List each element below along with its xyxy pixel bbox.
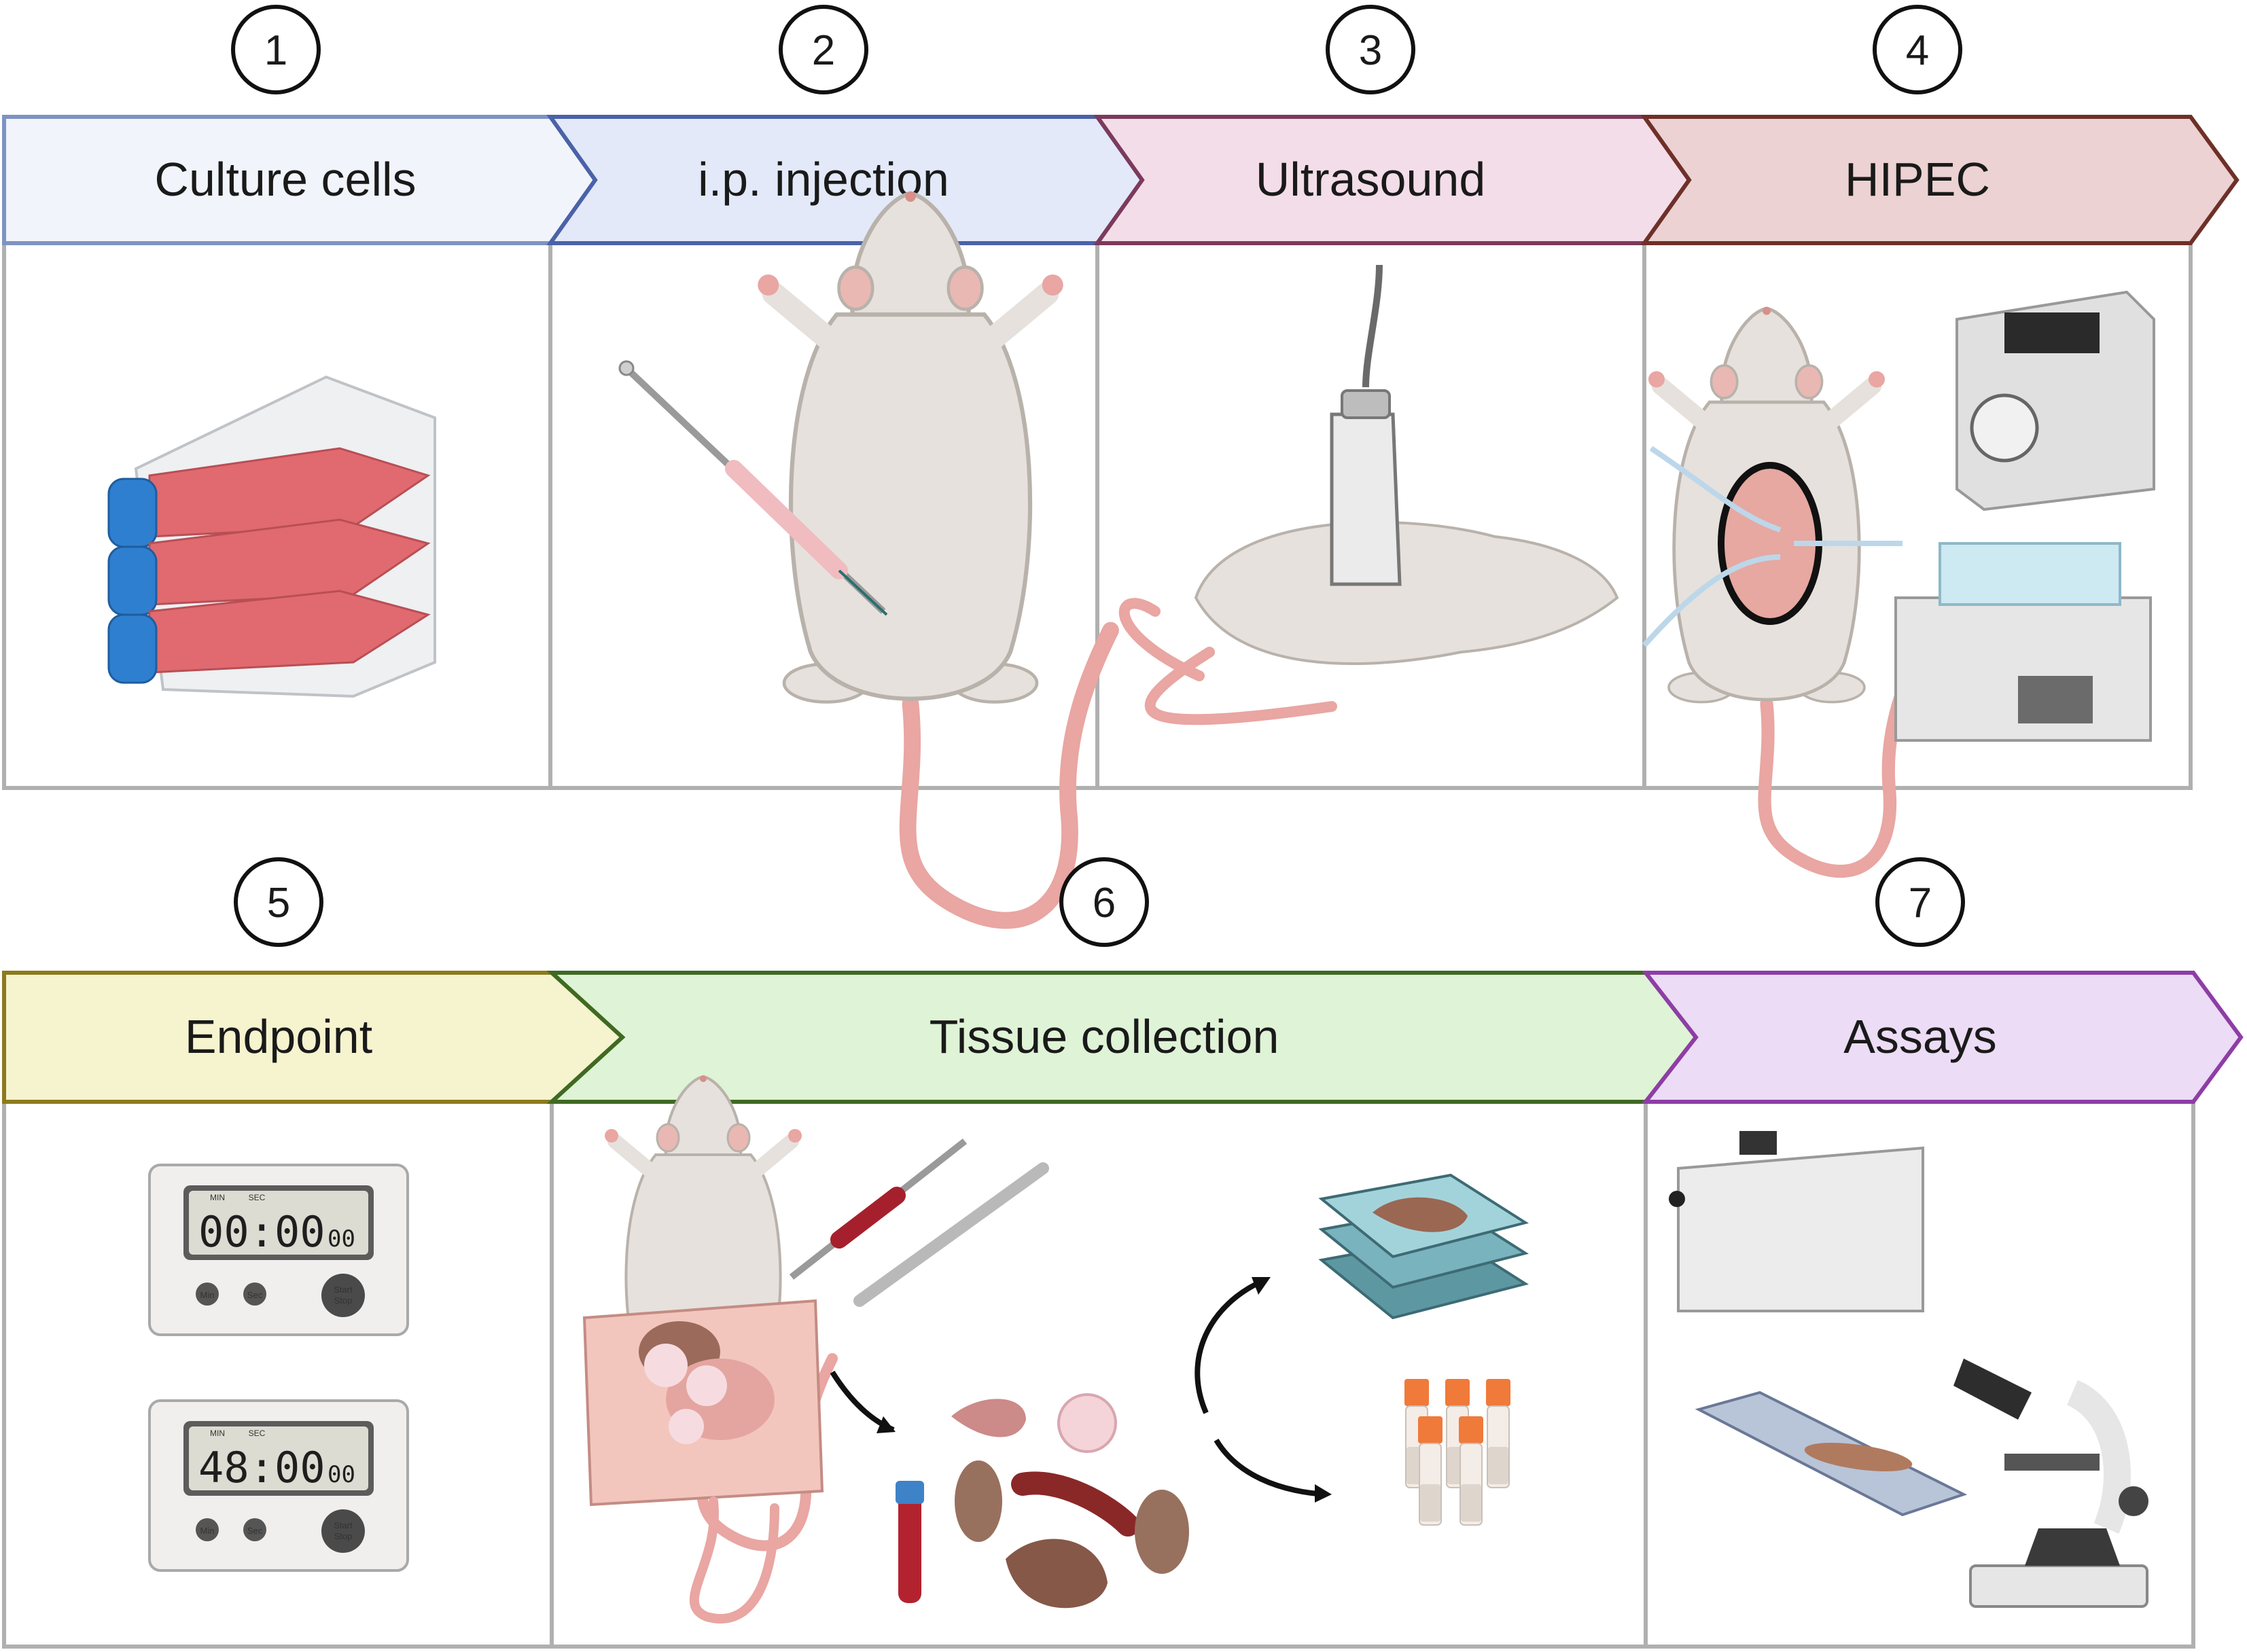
label-assays: Assays <box>1843 1010 1997 1063</box>
timer-sec-caption: SEC <box>249 1429 266 1438</box>
analyzer-instrument-icon <box>1669 1131 1924 1312</box>
step-1-marker: 1 <box>231 5 321 94</box>
label-endpoint: Endpoint <box>185 1010 372 1063</box>
step-6-marker: 6 <box>1059 857 1149 947</box>
timer-sec-caption: SEC <box>249 1193 266 1202</box>
flask <box>107 447 431 548</box>
timer-sec-button-label: Sec <box>247 1290 263 1300</box>
timer-stop-label: Stop <box>334 1295 353 1306</box>
tissue-cassettes-icon <box>1318 1173 1529 1320</box>
timer-min-caption: MIN <box>210 1429 225 1438</box>
step-7-number: 7 <box>1909 880 1932 927</box>
assays-illustration <box>1669 1131 2148 1608</box>
step-7-marker: 7 <box>1875 857 1965 947</box>
step-3-marker: 3 <box>1326 5 1415 94</box>
timer-display: 00:00 <box>198 1207 325 1257</box>
peristaltic-pump-icon <box>1956 290 2155 511</box>
timer-display: 48:00 <box>198 1443 325 1492</box>
row-bottom: 5 6 7 Endpoint Tissue collection Assays … <box>2 857 2244 1649</box>
hipec-illustration <box>1644 290 2155 872</box>
mouse-injection-illustration <box>618 192 1111 920</box>
ultrasound-illustration <box>1118 264 1619 725</box>
timer-48h: MIN SEC 48:00 00 Min Sec Start Stop <box>148 1399 409 1572</box>
label-tissue-collection: Tissue collection <box>930 1010 1279 1063</box>
step-4-marker: 4 <box>1873 5 1962 94</box>
label-culture-cells: Culture cells <box>154 153 416 206</box>
timer-min-button-label: Min <box>200 1526 215 1536</box>
banner-assays <box>1641 971 2244 1104</box>
banner-hipec <box>1640 115 2240 245</box>
flask <box>107 518 431 616</box>
step-6-number: 6 <box>1093 880 1116 927</box>
blood-syringe-icon <box>789 1138 968 1280</box>
tissue-collection-illustration <box>582 1075 1529 1624</box>
arrow-to-vials <box>1214 1438 1326 1497</box>
step-5-marker: 5 <box>234 857 323 947</box>
microscope-icon <box>1953 1359 2148 1608</box>
step-2-number: 2 <box>812 27 835 74</box>
timer-min-caption: MIN <box>210 1193 225 1202</box>
timer-start-label: Start <box>334 1285 353 1295</box>
row-top: 1 2 3 4 Culture cells i.p. injection Ult… <box>2 5 2240 920</box>
timer-sec-button-label: Sec <box>247 1526 263 1536</box>
arrow-to-blocks <box>1195 1278 1265 1414</box>
step-4-number: 4 <box>1906 27 1929 74</box>
timer-hundredths: 00 <box>328 1461 355 1488</box>
timer-start: MIN SEC 00:00 00 Min Sec Start Stop <box>148 1164 409 1336</box>
blood-tube-icon <box>896 1481 924 1603</box>
water-bath-icon <box>1894 542 2152 742</box>
scalpel-icon <box>853 1162 1049 1307</box>
label-ultrasound: Ultrasound <box>1256 153 1486 206</box>
flask <box>107 590 431 684</box>
timer-hundredths: 00 <box>328 1225 355 1253</box>
syringe-icon <box>618 360 888 616</box>
timer-min-button-label: Min <box>200 1290 215 1300</box>
step-5-number: 5 <box>267 880 290 927</box>
step-1-number: 1 <box>264 27 287 74</box>
culture-flasks-illustration <box>107 375 436 698</box>
timer-start-label: Start <box>334 1520 353 1530</box>
step-2-marker: 2 <box>779 5 868 94</box>
label-hipec: HIPEC <box>1845 153 1990 206</box>
ultrasound-probe-icon <box>1330 264 1402 586</box>
organs <box>951 1393 1189 1609</box>
timer-stop-label: Stop <box>334 1531 353 1541</box>
microscope-slide-icon <box>1695 1390 1968 1517</box>
step-3-number: 3 <box>1359 27 1382 74</box>
